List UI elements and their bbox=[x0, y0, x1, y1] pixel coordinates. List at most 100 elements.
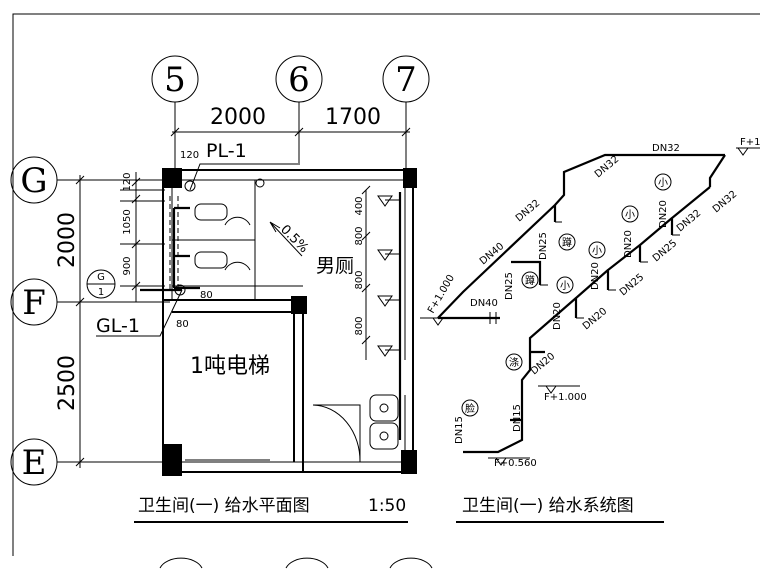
dim-2500-left: 2500 bbox=[55, 355, 80, 411]
system-pipe-branch-left bbox=[511, 205, 557, 285]
fixture-urinal-2: 小 bbox=[621, 205, 639, 223]
sheet-border bbox=[12, 13, 760, 556]
svg-text:脸: 脸 bbox=[465, 402, 475, 415]
sys-dn20-c: DN20 bbox=[590, 262, 601, 290]
dim-1050: 1050 bbox=[122, 209, 133, 234]
gl-riser bbox=[174, 284, 186, 296]
column-nw bbox=[162, 168, 182, 188]
floor-drain-upper bbox=[255, 178, 265, 188]
svg-text:5: 5 bbox=[164, 60, 186, 100]
svg-text:F+0.560: F+0.560 bbox=[494, 458, 537, 469]
svg-text:F: F bbox=[22, 283, 46, 323]
svg-text:小: 小 bbox=[560, 280, 570, 292]
sys-dn20-b: DN20 bbox=[623, 230, 634, 258]
sys-dn20-d: DN20 bbox=[552, 302, 563, 330]
svg-text:G: G bbox=[20, 161, 47, 201]
grid-bubble-7: 7 bbox=[382, 55, 430, 103]
dim-800-b: 800 bbox=[354, 270, 365, 289]
floor-drain-pl bbox=[184, 180, 196, 192]
svg-text:涤: 涤 bbox=[509, 356, 519, 369]
svg-text:F+1.000: F+1.000 bbox=[544, 392, 587, 403]
fixture-basin: 脸 bbox=[461, 399, 479, 417]
wall-outer bbox=[162, 169, 414, 473]
system-title: 卫生间(一) 给水系统图 bbox=[462, 496, 634, 516]
system-pipe-down bbox=[463, 186, 711, 454]
sys-dn25-a: DN25 bbox=[538, 232, 549, 260]
system-fittings bbox=[489, 221, 680, 324]
fixture-urinal-1: 小 bbox=[654, 173, 672, 191]
sys-elevation-mid: F+1.000 bbox=[538, 385, 587, 403]
svg-text:小: 小 bbox=[658, 177, 668, 189]
sys-dn25-b: DN25 bbox=[504, 272, 515, 300]
column-sw bbox=[162, 444, 182, 476]
dim-800-a: 800 bbox=[354, 226, 365, 245]
grid-bubble-F: F bbox=[10, 278, 58, 326]
dimension-line-left bbox=[75, 175, 85, 468]
svg-text:蹲: 蹲 bbox=[562, 236, 572, 249]
pl-leader bbox=[189, 163, 298, 191]
slope-arrow bbox=[269, 221, 303, 257]
door-swing bbox=[312, 404, 361, 463]
fixture-squat-1: 蹲 bbox=[558, 233, 576, 251]
dim-400: 400 bbox=[354, 196, 365, 215]
svg-text:F+1.000: F+1.000 bbox=[426, 273, 457, 316]
next-row-bubbles bbox=[159, 557, 433, 569]
dim-900: 900 bbox=[122, 256, 133, 275]
dim-2000-top: 2000 bbox=[210, 105, 266, 130]
svg-text:G: G bbox=[97, 272, 105, 283]
partition-stalls bbox=[172, 180, 303, 300]
grid-bubble-G: G bbox=[10, 156, 58, 204]
slope-label: 0.5% bbox=[277, 222, 311, 256]
svg-text:E: E bbox=[22, 443, 47, 483]
sys-dn40-b: DN40 bbox=[470, 298, 498, 309]
dimension-line-top bbox=[170, 127, 411, 137]
sys-dn20-a: DN20 bbox=[658, 200, 669, 228]
room-mens-label: 男厕 bbox=[316, 255, 354, 277]
dimension-chain-inner bbox=[120, 172, 165, 302]
svg-text:1: 1 bbox=[98, 287, 104, 298]
dim-2000-left: 2000 bbox=[55, 212, 80, 268]
squat-toilet-lower bbox=[194, 251, 251, 271]
elevator-door bbox=[185, 459, 270, 473]
gl-1-label: GL-1 bbox=[96, 315, 140, 337]
fixture-urinal-4: 小 bbox=[556, 276, 574, 294]
sys-dn15-a: DN15 bbox=[512, 404, 523, 432]
dim-1700-top: 1700 bbox=[325, 105, 381, 130]
grid-bubble-E: E bbox=[10, 438, 58, 486]
fixture-squat-2: 蹲 bbox=[521, 271, 539, 289]
sys-dn32-c: DN32 bbox=[711, 189, 739, 215]
axis-lines bbox=[57, 102, 407, 463]
dim-80-b: 80 bbox=[176, 319, 189, 330]
pl-1-label: PL-1 bbox=[206, 140, 247, 162]
wash-basins bbox=[369, 394, 399, 450]
fixture-mop-sink: 涤 bbox=[505, 353, 523, 371]
plan-scale: 1:50 bbox=[368, 496, 406, 516]
dim-120-side: 120 bbox=[122, 172, 133, 191]
svg-text:F+1.: F+1. bbox=[740, 137, 760, 148]
svg-text:小: 小 bbox=[625, 209, 635, 221]
svg-text:小: 小 bbox=[592, 245, 602, 257]
dim-800-c: 800 bbox=[354, 316, 365, 335]
column-se bbox=[401, 450, 417, 474]
plan-pipe-supply bbox=[172, 206, 200, 290]
sys-dn15-b: DN15 bbox=[454, 416, 465, 444]
gl-leader bbox=[96, 289, 183, 337]
column-mid bbox=[291, 296, 307, 314]
sys-elevation-top: F+1. bbox=[736, 137, 760, 156]
urinal-fixtures bbox=[377, 195, 400, 357]
dimension-urinals bbox=[361, 185, 371, 360]
fixture-urinal-3: 小 bbox=[588, 241, 606, 259]
room-elevator-label: 1吨电梯 bbox=[190, 354, 270, 379]
system-pipe-mop bbox=[510, 350, 545, 422]
detail-bubble: G 1 bbox=[86, 269, 116, 299]
svg-text:7: 7 bbox=[395, 60, 417, 100]
column-ne bbox=[403, 168, 417, 188]
sys-dn32-top: DN32 bbox=[652, 143, 680, 154]
sys-dn20-f: DN20 bbox=[529, 351, 557, 377]
grid-bubble-5: 5 bbox=[151, 55, 199, 103]
squat-toilet-upper bbox=[194, 203, 251, 226]
sys-elevation-bottom: F+0.560 bbox=[488, 457, 537, 469]
plan-title: 卫生间(一) 给水平面图 bbox=[138, 496, 310, 516]
dim-120-top: 120 bbox=[180, 150, 199, 161]
